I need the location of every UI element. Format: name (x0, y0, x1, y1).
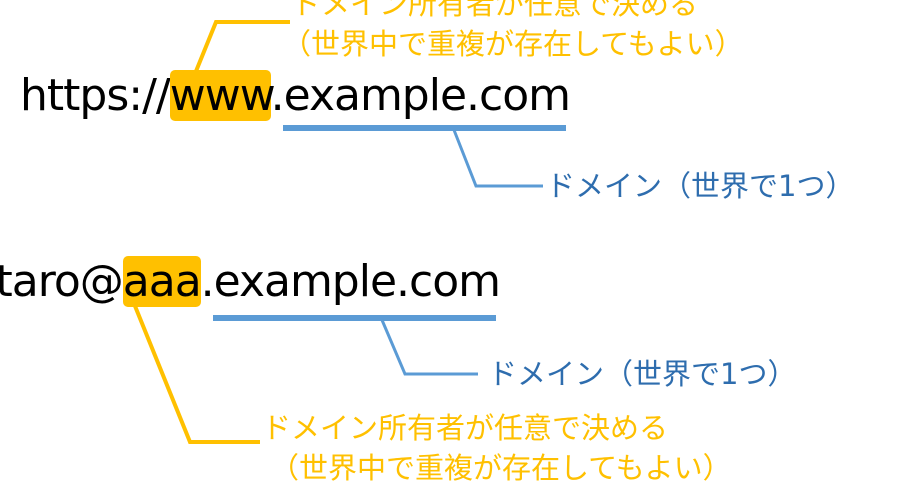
email-owner-note-line1: ドメイン所有者が任意で決める (262, 411, 669, 445)
url-owner-note-line1: ドメイン所有者が任意で決める (292, 0, 699, 21)
url-domain: .example.com (270, 70, 571, 121)
url-owner-leader (188, 20, 290, 87)
email-text: taro@aaa.example.com (0, 256, 501, 308)
email-owner-note: ドメイン所有者が任意で決める （世界中で重複が存在してもよい） (262, 408, 732, 488)
email-prefix: taro@ (0, 256, 124, 307)
url-owner-note: ドメイン所有者が任意で決める （世界中で重複が存在してもよい） (282, 0, 744, 64)
email-subdomain-highlight: aaa (122, 256, 202, 307)
url-text: https://www.example.com (20, 70, 571, 122)
email-domain-note: ドメイン（世界で1つ） (488, 357, 797, 391)
url-domain-leader (452, 129, 543, 188)
email-domain-leader (380, 319, 478, 376)
url-owner-note-line2: （世界中で重複が存在してもよい） (282, 27, 744, 61)
url-domain-note: ドメイン（世界で1つ） (546, 169, 855, 203)
email-owner-note-line2: （世界中で重複が存在してもよい） (270, 451, 732, 485)
url-prefix: https:// (20, 70, 171, 121)
url-subdomain-highlight: www (169, 70, 272, 121)
email-domain: .example.com (200, 256, 501, 307)
email-owner-leader (133, 305, 260, 444)
